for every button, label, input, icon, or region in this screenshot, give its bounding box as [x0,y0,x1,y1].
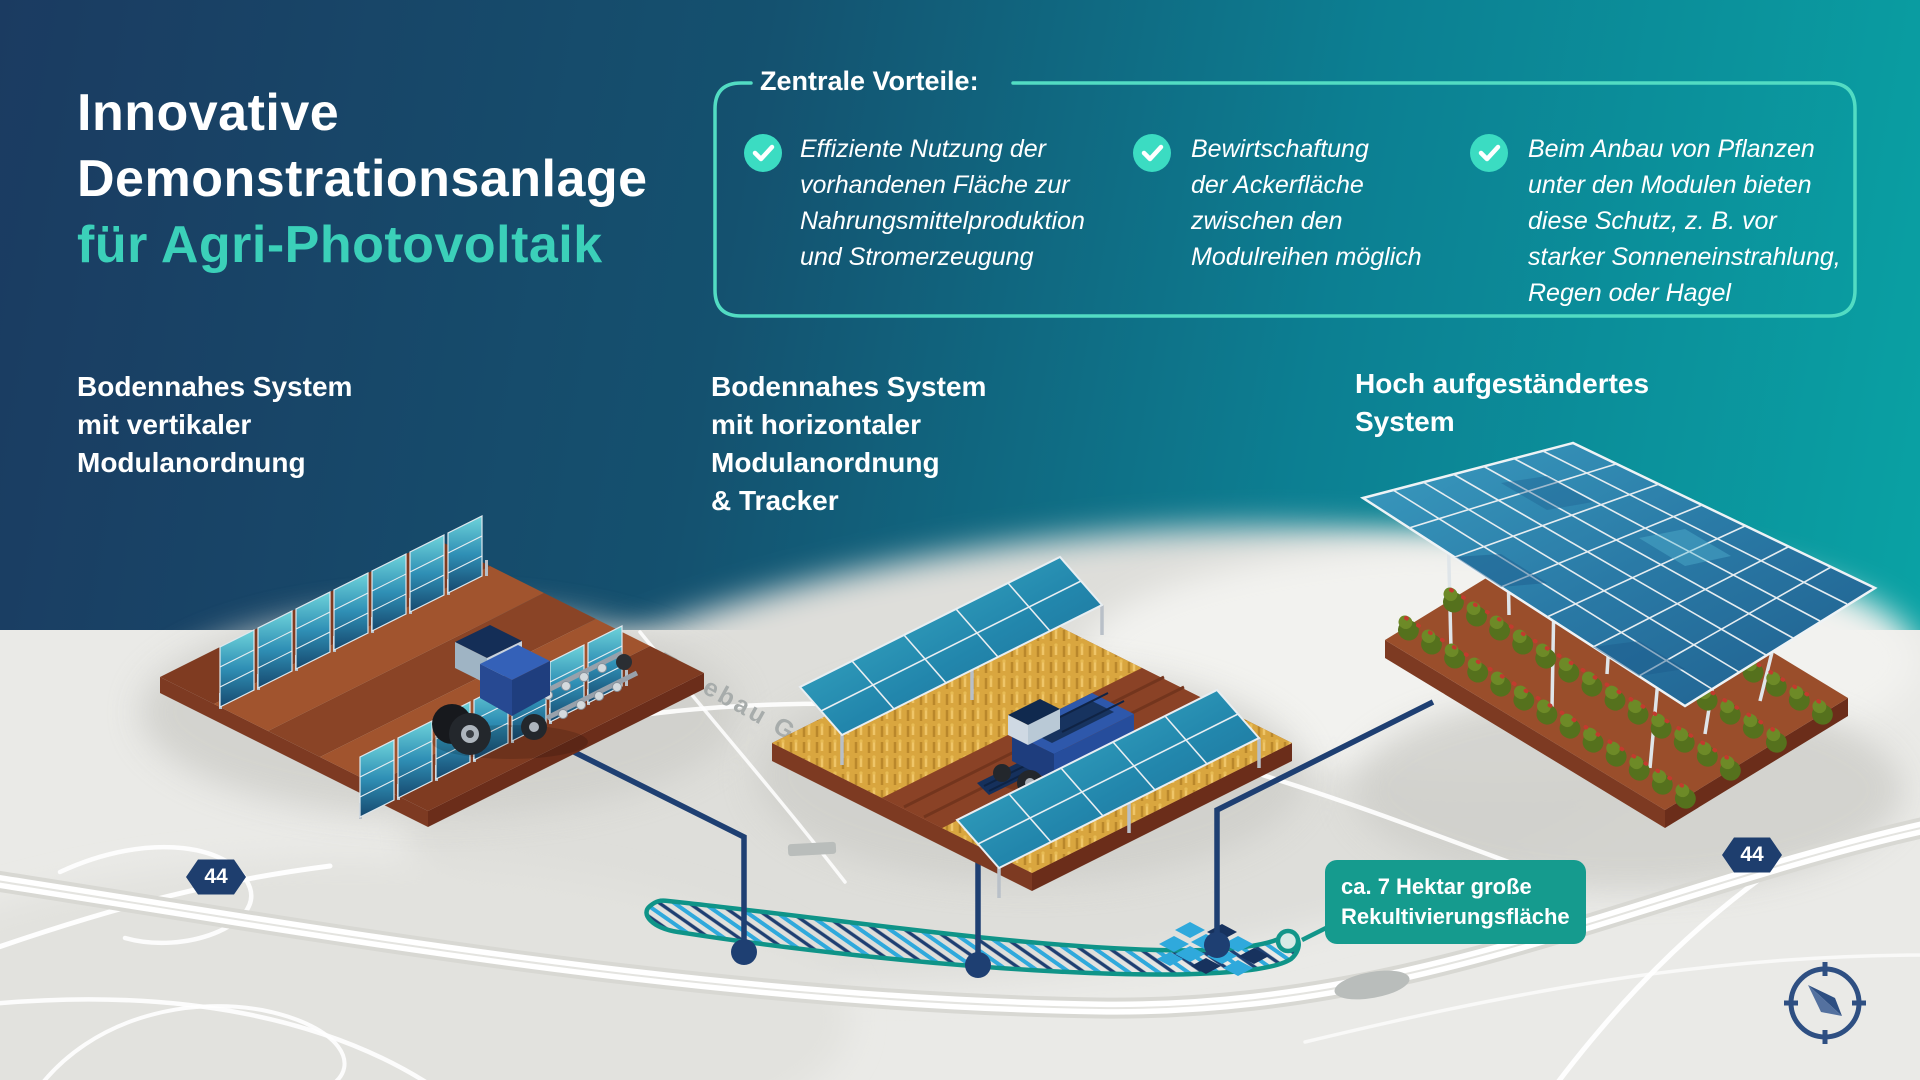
benefit-item-3: Beim Anbau von Pflanzen unter den Module… [1528,131,1841,311]
system-label-line: System [1355,406,1455,437]
combine-harvester-illustration [977,692,1134,796]
system-label-line: Bodennahes System [77,371,353,402]
solar-cluster-marker [1157,922,1269,976]
system-label-line: Modulanordnung [711,447,940,478]
system-label-line: Bodennahes System [711,371,987,402]
system-label-line: mit vertikaler [77,409,252,440]
check-icon [1133,134,1171,172]
benefit-item-2: Bewirtschaftung der Ackerfläche zwischen… [1191,131,1422,275]
callout-line: ca. 7 Hektar große [1341,874,1532,899]
compass-icon [1784,962,1866,1044]
system-label-horizontal: Bodennahes System mit horizontaler Modul… [711,368,986,520]
system-label-line: Modulanordnung [77,447,306,478]
check-icon [744,134,782,172]
benefit-text: Effiziente Nutzung der [800,135,1046,163]
benefit-text: Beim Anbau von Pflanzen [1528,135,1815,163]
illustration-horizontal-system [772,555,1292,900]
map-marker [787,841,837,857]
vorteile-box-border [713,81,1857,318]
system-label-line: mit horizontaler [711,409,922,440]
benefit-text: diese Schutz, z. B. vor [1528,207,1777,235]
system-label-line: & Tracker [711,485,839,516]
page-title: Innovative Demonstrationsanlage für Agri… [77,80,648,278]
system-label-vertical: Bodennahes System mit vertikaler Modulan… [77,368,352,482]
recultivation-zone [644,898,1301,977]
illustration-elevated-system [1359,441,1878,828]
title-line: Demonstrationsanlage [77,150,648,208]
benefit-text: und Stromerzeugung [800,243,1034,271]
badge-number: 44 [204,865,228,888]
benefit-text: zwischen den [1191,207,1343,235]
benefit-text: unter den Modulen bieten [1528,171,1812,199]
benefit-text: Bewirtschaftung [1191,135,1369,163]
benefit-text: der Ackerfläche [1191,171,1364,199]
callout-line: Rekultivierungsfläche [1341,904,1570,929]
title-line: Innovative [77,84,340,142]
benefit-text: Nahrungsmittelproduktion [800,207,1085,235]
connector-lines [564,699,1435,963]
title-line-accent: für Agri-Photovoltaik [77,216,603,274]
badge-number: 44 [1740,843,1764,866]
autobahn-badge-44-left: 44 [186,859,246,895]
vorteile-heading: Zentrale Vorteile: [760,66,979,96]
benefit-text: Modulreihen möglich [1191,243,1422,271]
benefit-text: Regen oder Hagel [1528,279,1731,307]
recultivation-callout: ca. 7 Hektar große Rekultivierungsfläche [1325,860,1586,944]
benefit-item-1: Effiziente Nutzung der vorhandenen Fläch… [800,131,1085,275]
connector-dots [731,932,1230,978]
system-label-elevated: Hoch aufgeständertes System [1355,365,1649,441]
benefit-text: vorhandenen Fläche zur [800,171,1070,199]
tractor-illustration [432,625,639,759]
check-icon [1470,134,1508,172]
benefit-text: starker Sonneneinstrahlung, [1528,243,1841,271]
system-label-line: Hoch aufgeständertes [1355,368,1650,399]
illustration-vertical-system [160,492,704,827]
solar-canopy [1359,441,1878,708]
autobahn-badge-44-right: 44 [1722,837,1782,873]
map-marker [1334,970,1410,1000]
